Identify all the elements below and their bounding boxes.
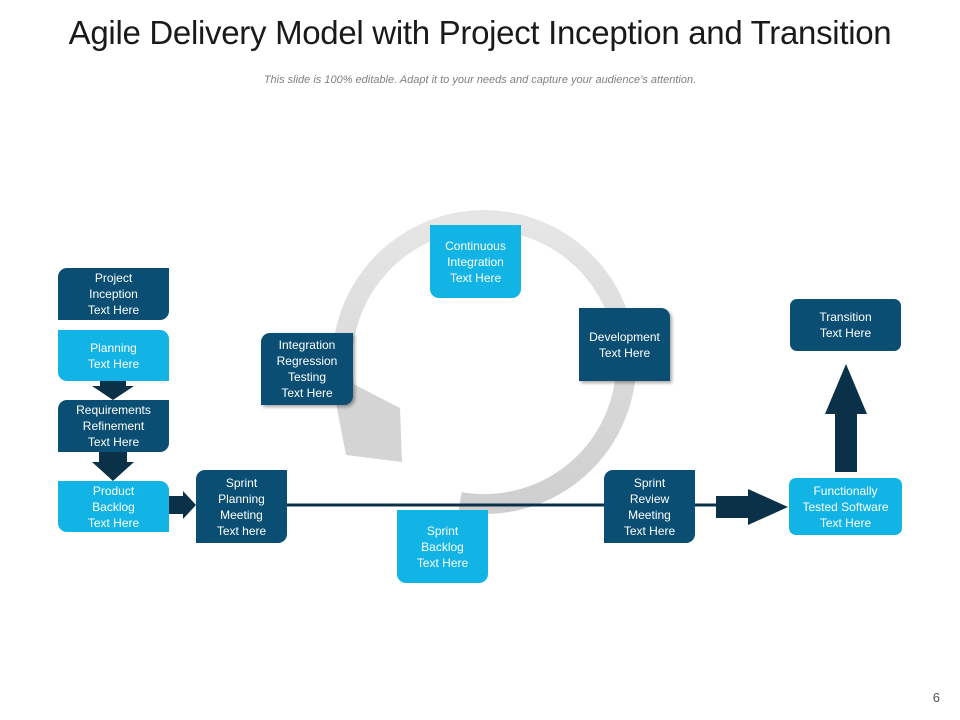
planning-box: Planning Text Here [58,330,169,381]
project-inception-box: Project Inception Text Here [58,268,169,320]
slide-title: Agile Delivery Model with Project Incept… [68,14,892,51]
development-box: Development Text Here [579,308,670,381]
right-arrow-review [716,489,788,525]
down-arrow-requirements [92,452,134,481]
sprint-planning-meeting-box: Sprint Planning Meeting Text here [196,470,287,543]
right-arrow-backlog [169,491,196,519]
transition-box: Transition Text Here [790,299,901,351]
product-backlog-box: Product Backlog Text Here [58,481,169,532]
up-arrow-transition [825,364,867,472]
sprint-backlog-box: Sprint Backlog Text Here [397,510,488,583]
functionally-tested-software-box: Functionally Tested Software Text Here [789,478,902,535]
integration-regression-testing-box: Integration Regression Testing Text Here [261,333,353,405]
continuous-integration-box: Continuous Integration Text Here [430,225,521,298]
sprint-review-meeting-box: Sprint Review Meeting Text Here [604,470,695,543]
requirements-refinement-box: Requirements Refinement Text Here [58,400,169,452]
page-number: 6 [932,690,940,705]
cycle-arrow-ring [332,210,637,515]
slide-subtitle: This slide is 100% editable. Adapt it to… [263,74,697,86]
down-arrow-planning [92,381,134,400]
